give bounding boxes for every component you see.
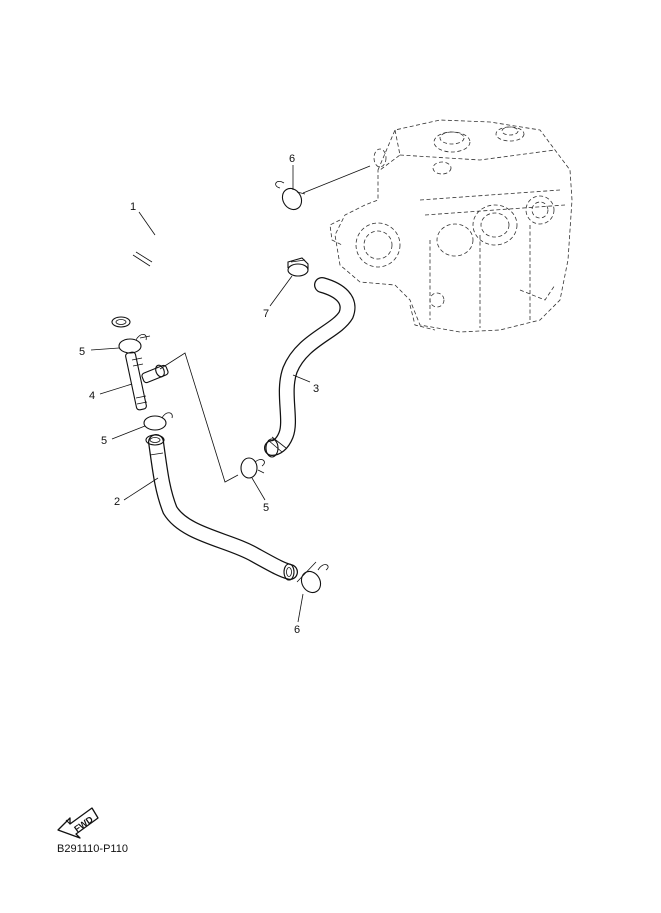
routing-lines — [159, 165, 371, 583]
leader-lines — [90, 165, 311, 623]
t-joint-4 — [125, 351, 169, 411]
callout-2: 2 — [114, 496, 120, 508]
cylinder-head — [329, 119, 573, 333]
callout-4: 4 — [89, 390, 95, 402]
clamp-7 — [287, 257, 309, 277]
callout-6-upper: 6 — [289, 153, 295, 165]
hose-2 — [145, 434, 298, 581]
hose-1 — [102, 205, 277, 329]
clip-5-lower — [143, 412, 173, 431]
callout-3: 3 — [313, 383, 319, 395]
callout-5-right: 5 — [263, 502, 269, 514]
callout-5-lower: 5 — [101, 435, 107, 447]
clip-6-lower — [300, 564, 329, 594]
callout-1: 1 — [130, 201, 136, 213]
hose-3 — [264, 277, 356, 458]
callout-6-lower: 6 — [294, 624, 300, 636]
callout-7: 7 — [263, 308, 269, 320]
callout-5-upper: 5 — [79, 346, 85, 358]
fwd-arrow-icon: FWD — [57, 807, 99, 839]
clip-5-right — [240, 457, 265, 479]
figure-code: B291110-P110 — [57, 843, 128, 855]
clip-5-upper — [118, 333, 151, 354]
clip-6-upper — [275, 180, 306, 211]
